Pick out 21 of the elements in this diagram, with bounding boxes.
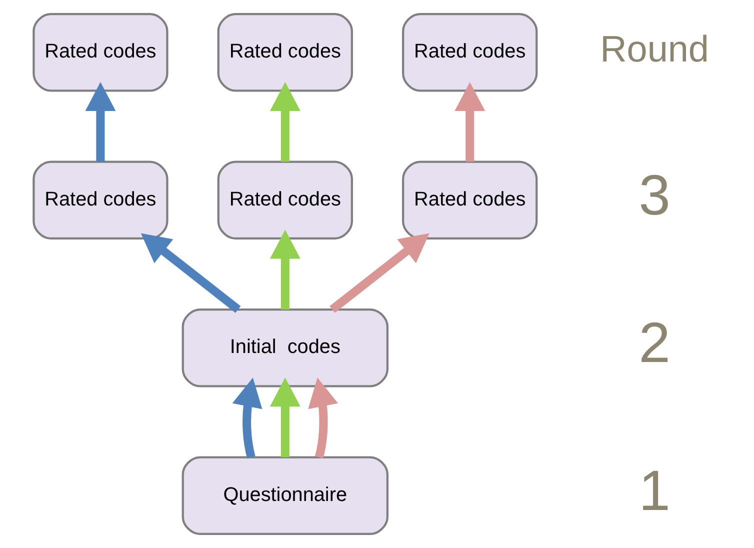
node-box: Rated codes bbox=[402, 160, 538, 240]
node-box: Initial codes bbox=[181, 308, 388, 388]
arrow bbox=[454, 82, 485, 162]
label: 2 bbox=[638, 312, 670, 376]
arrow bbox=[329, 233, 429, 313]
arrow bbox=[269, 378, 300, 458]
arrow bbox=[269, 230, 300, 310]
node-box: Rated codes bbox=[216, 12, 352, 92]
label: Round bbox=[600, 28, 708, 70]
arrow bbox=[140, 233, 240, 313]
node-box: Rated codes bbox=[32, 160, 168, 240]
node-box: Questionnaire bbox=[181, 456, 388, 536]
node-box: Rated codes bbox=[402, 12, 538, 92]
arrow bbox=[232, 378, 262, 458]
arrow bbox=[269, 82, 300, 162]
node-box: Rated codes bbox=[216, 160, 352, 240]
node-box: Rated codes bbox=[32, 12, 168, 92]
label: 3 bbox=[638, 164, 670, 228]
label: 1 bbox=[638, 460, 670, 523]
arrow bbox=[308, 378, 338, 458]
arrow bbox=[84, 82, 116, 162]
